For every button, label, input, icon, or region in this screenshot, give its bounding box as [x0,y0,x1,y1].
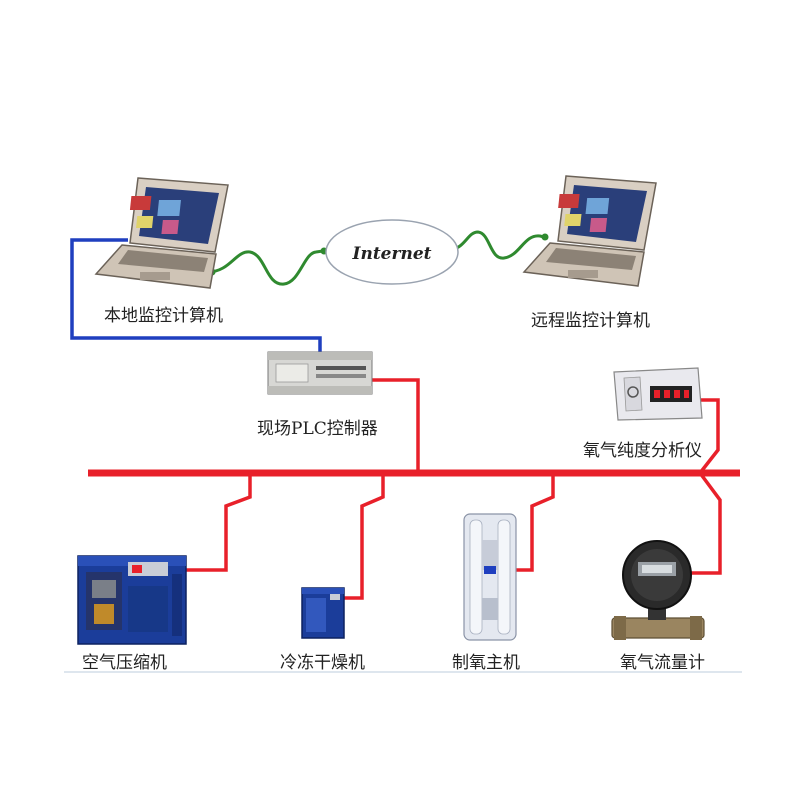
local-pc-plc-link [70,238,322,368]
oxygen-analyzer-icon [613,367,703,421]
analyzer-bus-link [690,398,720,475]
plc-label: 现场PLC控制器 [257,419,378,439]
air-compressor-icon [77,555,187,645]
local-pc-label: 本地监控计算机 [104,306,223,326]
remote-laptop-icon [522,175,657,287]
local-laptop-icon [94,177,229,289]
remote-pc-label: 远程监控计算机 [531,311,650,331]
oxygen-flowmeter-label: 氧气流量计 [620,653,705,673]
compressor-bus-link [155,473,252,572]
plc-icon [267,351,373,395]
local-pc-internet-link [207,248,331,286]
generator-bus-link [505,473,555,572]
internet-label: Internet [352,244,432,264]
plc-bus-link [370,378,420,473]
oxygen-analyzer-label: 氧气纯度分析仪 [583,441,702,461]
dryer-bus-link [338,473,385,600]
refrigerated-dryer-label: 冷冻干燥机 [280,653,365,673]
internet-cloud: Internet [325,219,459,285]
oxygen-generator-label: 制氧主机 [452,653,520,673]
flowmeter-bus-link [676,471,722,575]
oxygen-generator-icon [463,513,517,641]
refrigerated-dryer-icon [301,587,345,639]
oxygen-flowmeter-icon [611,540,705,640]
internet-remote-pc-link [451,230,549,260]
air-compressor-label: 空气压缩机 [82,653,167,673]
